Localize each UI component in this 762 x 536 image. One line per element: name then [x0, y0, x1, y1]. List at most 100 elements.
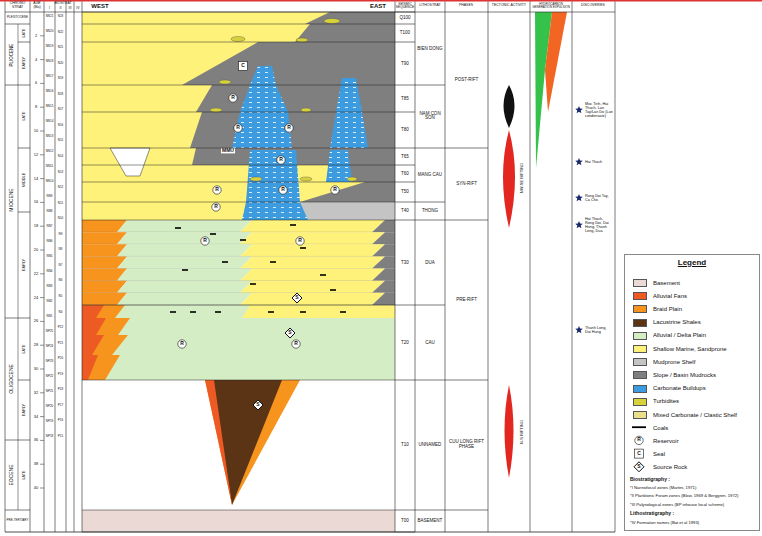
age-tick — [40, 59, 44, 60]
zone-code: NP19 — [46, 420, 54, 423]
legend-text: Carbonate Buildups — [653, 384, 706, 393]
column-line — [18, 24, 19, 510]
sequence-boundary — [82, 148, 395, 149]
grid-line — [415, 85, 445, 86]
sub-epoch: MIDDLE — [22, 173, 26, 187]
formation-name: MANG CAU — [416, 173, 444, 178]
sequence-boundary — [82, 510, 395, 511]
mudprone-shelf — [82, 202, 395, 220]
epoch-name: PLEISTOCENE — [6, 16, 30, 19]
coal-mark — [330, 289, 336, 291]
sequence-name: T10 — [401, 443, 409, 448]
sequence-name: T100 — [400, 31, 410, 36]
zone-code: NN9 — [46, 195, 52, 198]
mmu-channel — [110, 148, 150, 176]
age-number: 26 — [34, 319, 38, 323]
hc-expulsion — [545, 12, 567, 112]
legend-text: Shallow Marine, Sandprone — [653, 345, 727, 354]
slope-mudrock — [372, 244, 395, 256]
coal-mark — [270, 261, 276, 263]
sub-epoch: LATE — [22, 470, 26, 479]
column-line — [74, 2, 75, 533]
legend-text: Lacustrine Shales — [653, 318, 701, 327]
symbol-letter: S — [295, 295, 298, 300]
symbol-letter: R — [333, 187, 337, 192]
age-tick — [40, 369, 44, 370]
column-line — [66, 2, 67, 533]
age-tick — [40, 321, 44, 322]
unconformity-label: MMU — [221, 148, 235, 153]
shallow-marine — [82, 182, 365, 202]
grid-line — [18, 212, 30, 213]
grid-line — [18, 148, 30, 149]
zone-code: N22 — [58, 31, 64, 34]
age-tick — [40, 464, 44, 465]
shallow-marine — [240, 256, 385, 268]
legend-text: Coals — [653, 424, 668, 433]
carbonate-buildup — [330, 78, 368, 148]
grid-line — [445, 220, 488, 221]
column-header: BIOSTRAT — [54, 2, 71, 6]
column-header: PHASES — [459, 4, 473, 8]
shallow-marine — [82, 24, 310, 42]
legend-swatch — [633, 358, 647, 366]
braid-plain — [82, 305, 130, 380]
zone-code: N18 — [58, 93, 64, 96]
zone-code: N5 — [59, 295, 63, 298]
delta-plain — [117, 293, 252, 305]
legend-text: Source Rock — [653, 463, 687, 472]
symbol-letter: C — [241, 63, 245, 68]
zone-code: NN14 — [46, 120, 54, 123]
reservoir-symbol — [212, 203, 220, 211]
delta-plain — [117, 220, 252, 232]
zone-code: NN17 — [46, 75, 54, 78]
grid-line — [395, 148, 415, 149]
legend-text: Turbidites — [653, 397, 679, 406]
sequence-boundary — [82, 380, 395, 381]
legend-text: Seal — [653, 450, 665, 459]
sequence-name: T90 — [401, 61, 409, 66]
age-tick — [40, 107, 44, 108]
zone-code: N7 — [59, 264, 63, 267]
zone-code: N20 — [58, 62, 64, 65]
grid-line — [395, 165, 415, 166]
grid-line — [395, 305, 415, 306]
zone-code: P16 — [58, 420, 63, 423]
legend-note: *II Planktonic Foram zones (Blow, 1969 &… — [630, 494, 758, 498]
alluvial-fan — [205, 380, 232, 505]
sequence-name: T60 — [401, 171, 409, 176]
zone-code: N15 — [58, 140, 64, 143]
discovery-star — [575, 158, 583, 165]
grid-line — [5, 318, 30, 319]
epoch-name: EOCENE — [9, 464, 14, 485]
legend-swatch — [633, 279, 647, 287]
grid-line — [395, 532, 415, 533]
symbol-letter: R — [203, 238, 207, 243]
grid-line — [5, 510, 30, 511]
sequence-boundary — [82, 12, 395, 13]
delta-plain — [117, 244, 252, 256]
discovery-name: Moc Tinh, Hai Thach, Lan Tay/Lan Do (Lan… — [585, 102, 613, 118]
carbonate-buildup — [232, 66, 292, 148]
reservoir-symbol — [285, 124, 293, 132]
grid-line — [395, 12, 415, 13]
zone-code: N8 — [59, 249, 63, 252]
phase-name: CUU LONG RIFT PHASE — [447, 440, 487, 449]
legend-text: Mixed Carbonate / Clastic Shelf — [653, 411, 737, 420]
formation-name: UNNAMED — [416, 443, 444, 448]
basement — [82, 510, 395, 532]
source-symbol — [285, 328, 295, 338]
coal-mark — [250, 283, 256, 285]
sequence-name: T50 — [401, 190, 409, 195]
grid-line — [395, 85, 415, 86]
side-label: WEST — [91, 3, 108, 9]
age-number: 34 — [34, 415, 38, 419]
grid-line — [5, 532, 615, 533]
legend-swatch — [633, 305, 647, 313]
symbol-letter: R — [214, 204, 218, 209]
sequence-name: T40 — [401, 209, 409, 214]
grid-line — [5, 85, 30, 86]
legend-swatch — [633, 385, 647, 393]
reservoir-symbol — [292, 340, 300, 348]
zone-code: NN16 — [46, 90, 54, 93]
